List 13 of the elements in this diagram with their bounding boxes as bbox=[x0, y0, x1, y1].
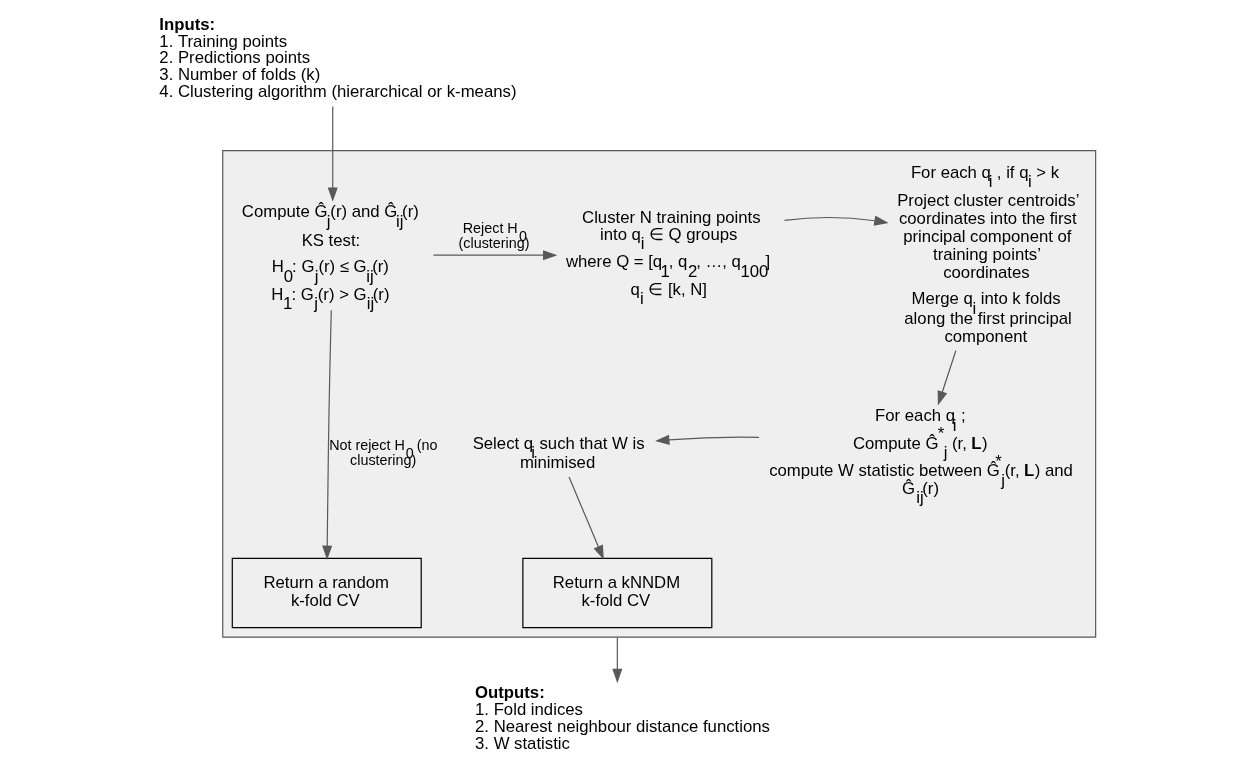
arrow bbox=[783, 215, 889, 226]
arrow bbox=[327, 106, 338, 202]
arrow bbox=[322, 309, 333, 560]
arrow bbox=[655, 434, 760, 445]
node-text: Inputs: 1. Training points 2. Predictions points 3. Number of folds (k) 4. Clustering algorithm (hierarchical or k-means) bbox=[159, 14, 517, 101]
cluster bbox=[222, 149, 1097, 638]
arrow bbox=[432, 250, 558, 261]
arrow bbox=[937, 350, 957, 406]
node-box: Return a kNNDM k-fold CV bbox=[522, 557, 713, 629]
arrow bbox=[568, 476, 604, 560]
node-text: Outputs: 1. Fold indices 2. Nearest neighbour distance functions 3. W statistic bbox=[475, 683, 770, 753]
node-box: Return a random k-fold CV bbox=[231, 557, 422, 629]
arrow bbox=[612, 636, 623, 684]
